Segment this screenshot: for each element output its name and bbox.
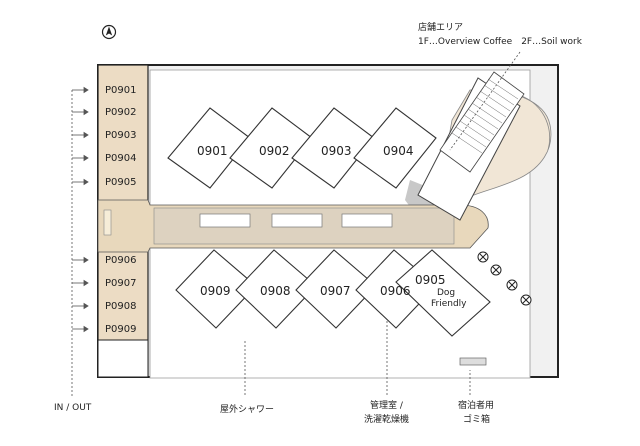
rooms-bottom (175, 249, 491, 337)
management-label-2: 洗濯乾燥機 (364, 415, 410, 425)
parking-p0906: P0906 (105, 255, 137, 266)
room-0902-label: 0902 (259, 144, 290, 158)
in-out-label: IN / OUT (54, 403, 92, 413)
parking-p0909: P0909 (105, 324, 137, 335)
room-0903-label: 0903 (321, 144, 352, 158)
room-0908-label: 0908 (260, 284, 291, 298)
tree-icons (477, 251, 532, 306)
shop-area-title: 店舗エリア (418, 23, 464, 33)
dog-friendly-line-2: Friendly (431, 299, 467, 309)
parking-p0907: P0907 (105, 278, 137, 289)
room-0907-label: 0907 (320, 284, 351, 298)
outdoor-shower-label: 屋外シャワー (220, 405, 275, 415)
room-0906-label: 0906 (380, 284, 411, 298)
garbage-label-2: ゴミ箱 (463, 415, 491, 425)
room-0905-label: 0905 (415, 273, 446, 287)
garbage-box (459, 357, 487, 366)
rooms-top (167, 107, 437, 189)
parking-p0902: P0902 (105, 107, 137, 118)
shop-building (417, 71, 525, 221)
dog-friendly-line-1: Dog (437, 288, 456, 298)
shop-area-floors: 1F…Overview Coffee 2F…Soil work (418, 37, 582, 47)
garbage-label-1: 宿泊者用 (458, 401, 495, 411)
room-0901-label: 0901 (197, 144, 228, 158)
north-arrow-icon (101, 24, 117, 40)
parking-p0908: P0908 (105, 301, 137, 312)
parking-p0905: P0905 (105, 177, 137, 188)
parking-p0903: P0903 (105, 130, 137, 141)
room-0909-label: 0909 (200, 284, 231, 298)
parking-p0901: P0901 (105, 85, 137, 96)
parking-p0904: P0904 (105, 153, 137, 164)
room-0904-label: 0904 (383, 144, 414, 158)
management-label-1: 管理室 / (370, 401, 403, 411)
